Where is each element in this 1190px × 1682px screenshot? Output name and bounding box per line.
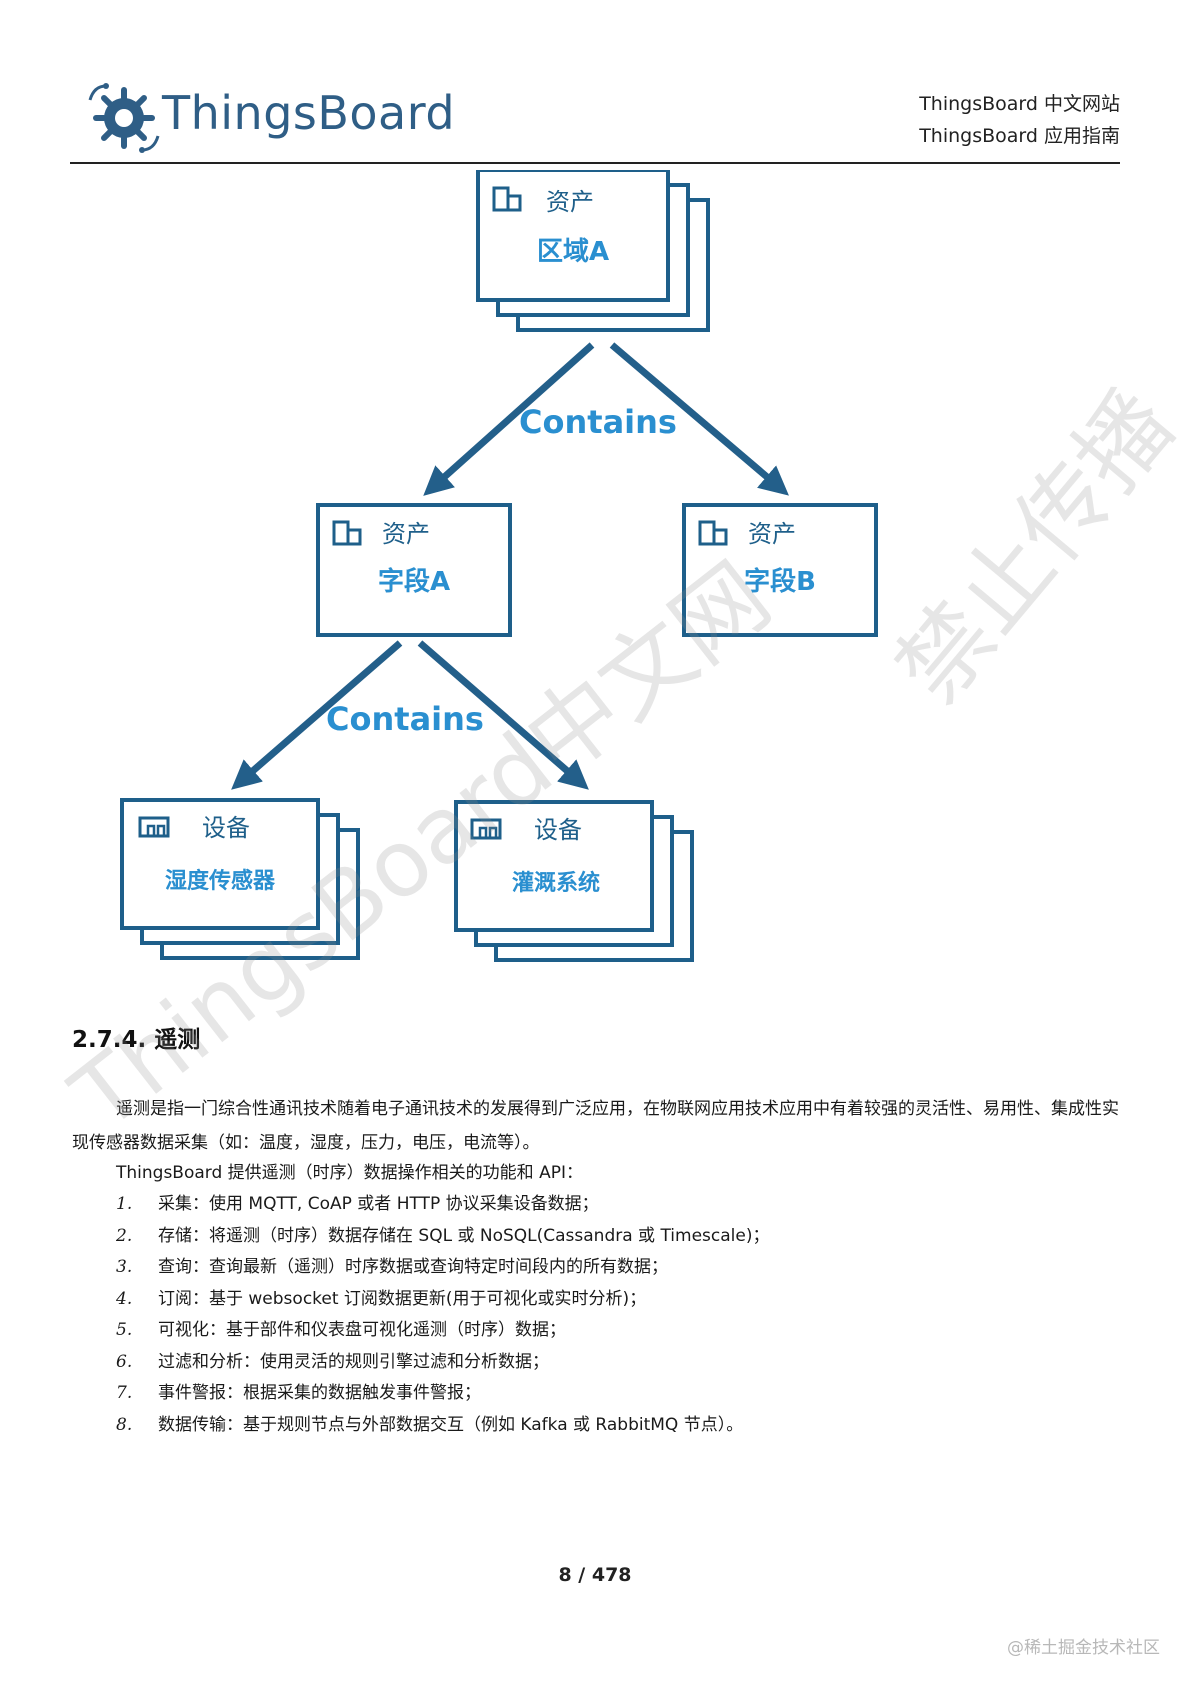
node-type-label: 资产 — [748, 520, 796, 548]
header-site-info: ThingsBoard 中文网站 ThingsBoard 应用指南 — [919, 88, 1120, 152]
asset-relation-diagram: 资产 区域A Contains 资产 字段A 资产 字段B Contains — [120, 170, 878, 962]
node-irrigation-system: 设备 灌溉系统 — [454, 800, 694, 962]
site-line-1: ThingsBoard 中文网站 — [919, 93, 1120, 115]
contains-arrow — [609, 342, 789, 496]
node-name-label: 湿度传感器 — [165, 868, 276, 894]
device-icon — [138, 816, 170, 838]
list-number: 5. — [116, 1320, 133, 1340]
device-icon — [470, 818, 502, 840]
list-text: 订阅：基于 websocket 订阅数据更新(用于可视化或实时分析)； — [158, 1288, 647, 1309]
node-type-label: 设备 — [534, 816, 582, 844]
logo-text: ThingsBoard — [162, 86, 456, 140]
header-divider — [70, 162, 1120, 164]
node-type-label: 资产 — [546, 188, 594, 216]
node-type-label: 资产 — [382, 520, 430, 548]
telemetry-intro-paragraph: 遥测是指一门综合性通讯技术随着电子通讯技术的发展得到广泛应用，在物联网应用技术应… — [72, 1099, 1119, 1153]
node-name-label: 字段A — [378, 566, 450, 597]
gear-chip-icon — [88, 83, 160, 153]
list-item: 1. 采集：使用 MQTT, CoAP 或者 HTTP 协议采集设备数据； — [116, 1189, 1076, 1221]
list-number: 3. — [116, 1257, 133, 1277]
list-item: 5. 可视化：基于部件和仪表盘可视化遥测（时序）数据； — [116, 1315, 1076, 1347]
list-number: 8. — [116, 1414, 133, 1435]
list-item: 7. 事件警报：根据采集的数据触发事件警报； — [116, 1378, 1076, 1410]
list-text: 可视化：基于部件和仪表盘可视化遥测（时序）数据； — [158, 1320, 566, 1340]
list-number: 2. — [116, 1225, 133, 1246]
list-text: 过滤和分析：使用灵活的规则引擎过滤和分析数据； — [158, 1351, 549, 1372]
contains-arrow — [231, 640, 403, 790]
list-text: 查询：查询最新（遥测）时序数据或查询特定时间段内的所有数据； — [158, 1257, 668, 1277]
list-text: 存储：将遥测（时序）数据存储在 SQL 或 NoSQL(Cassandra 或 … — [158, 1225, 770, 1246]
list-number: 4. — [116, 1288, 133, 1309]
building-icon — [332, 520, 362, 546]
list-number: 6. — [116, 1351, 133, 1372]
node-name-label: 区域A — [537, 237, 609, 267]
contains-arrow — [423, 342, 595, 496]
building-icon — [698, 520, 728, 546]
node-humidity-sensor: 设备 湿度传感器 — [120, 798, 360, 960]
node-type-label: 设备 — [202, 814, 250, 842]
building-icon — [492, 186, 522, 212]
list-item: 3. 查询：查询最新（遥测）时序数据或查询特定时间段内的所有数据； — [116, 1252, 1076, 1284]
list-item: 4. 订阅：基于 websocket 订阅数据更新(用于可视化或实时分析)； — [116, 1284, 1076, 1316]
page-number: 8 / 478 — [558, 1564, 632, 1586]
thingsboard-logo: ThingsBoard — [86, 80, 455, 158]
list-text: 采集：使用 MQTT, CoAP 或者 HTTP 协议采集设备数据； — [158, 1194, 599, 1214]
section-title: 2.7.4. 遥测 — [72, 1027, 201, 1053]
node-name-label: 字段B — [744, 566, 816, 597]
site-line-2: ThingsBoard 应用指南 — [919, 125, 1120, 147]
node-field-a: 资产 字段A — [316, 503, 512, 637]
list-number: 1. — [116, 1194, 133, 1214]
node-name-label: 灌溉系统 — [512, 870, 600, 896]
telemetry-feature-list: 1. 采集：使用 MQTT, CoAP 或者 HTTP 协议采集设备数据； 2. 存… — [116, 1189, 1076, 1441]
telemetry-api-intro: ThingsBoard 提供遥测（时序）数据操作相关的功能和 API： — [116, 1163, 583, 1183]
contains-arrow — [417, 640, 589, 790]
list-number: 7. — [116, 1383, 133, 1403]
contains-label: Contains — [519, 403, 677, 441]
list-item: 8. 数据传输：基于规则节点与外部数据交互（例如 Kafka 或 RabbitMQ… — [116, 1410, 1076, 1442]
list-text: 事件警报：根据采集的数据触发事件警报； — [158, 1383, 481, 1403]
list-item: 2. 存储：将遥测（时序）数据存储在 SQL 或 NoSQL(Cassandra … — [116, 1221, 1076, 1253]
node-field-b: 资产 字段B — [682, 503, 878, 637]
list-text: 数据传输：基于规则节点与外部数据交互（例如 Kafka 或 RabbitMQ 节… — [158, 1414, 744, 1435]
list-item: 6. 过滤和分析：使用灵活的规则引擎过滤和分析数据； — [116, 1347, 1076, 1379]
contains-label: Contains — [326, 700, 484, 738]
source-credit: @稀土掘金技术社区 — [1007, 1638, 1160, 1658]
node-region-a: 资产 区域A — [476, 170, 710, 332]
